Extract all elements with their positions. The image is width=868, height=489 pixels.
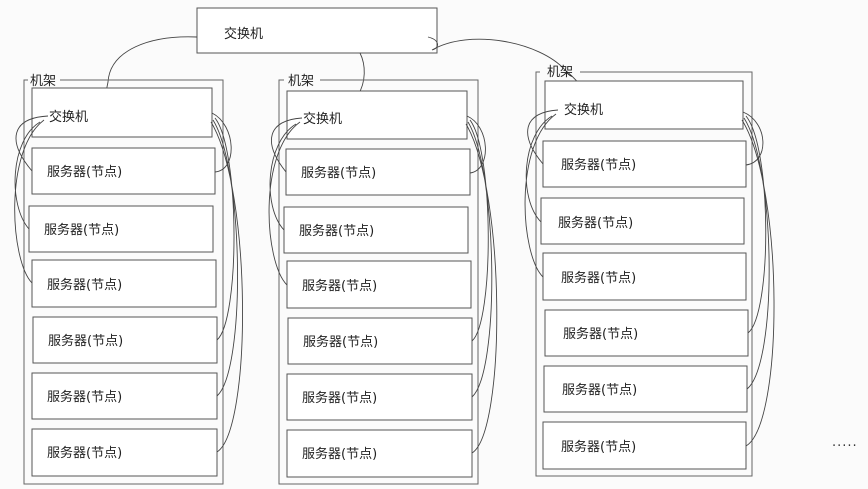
server-node: 服务器(节点) [31,147,216,195]
server-node: 服务器(节点) [31,372,218,420]
server-node: 服务器(节点) [286,373,473,421]
server-node: 服务器(节点) [540,197,745,245]
server-node: 服务器(节点) [283,206,469,254]
server-node-label: 服务器(节点) [302,390,377,406]
rack-switch: 交换机 [31,87,213,138]
rack-2-right-cables [465,115,498,454]
server-node: 服务器(节点) [285,148,471,196]
rack-3-left-cables [524,109,559,278]
rack-2-left-cables [268,117,303,286]
rack-label: 机架 [547,65,573,80]
server-node-label: 服务器(节点) [558,215,633,231]
core-switch-label: 交换机 [224,26,263,42]
server-node: 服务器(节点) [286,260,472,309]
more-racks-ellipsis: ..... [832,435,858,450]
rack-1-right-cables [210,112,243,453]
rack-switch-label: 交换机 [564,102,603,118]
server-node-label: 服务器(节点) [47,277,122,293]
server-node-label: 服务器(节点) [302,278,377,294]
server-node: 服务器(节点) [542,421,747,470]
server-node: 服务器(节点) [542,140,747,188]
server-node-label: 服务器(节点) [563,326,638,342]
rack-switch: 交换机 [544,80,744,130]
server-node: 服务器(节点) [31,428,218,477]
server-node-label: 服务器(节点) [561,439,636,455]
server-node-label: 服务器(节点) [561,270,636,286]
uplink-cable-rack-3 [427,36,584,89]
server-node: 服务器(节点) [286,429,473,478]
server-node: 服务器(节点) [32,316,218,364]
server-node: 服务器(节点) [31,259,217,308]
server-node-label: 服务器(节点) [48,333,123,349]
server-node: 服务器(节点) [28,205,214,253]
server-node: 服务器(节点) [542,252,747,301]
core-switch: 交换机 [196,7,438,54]
server-node-label: 服务器(节点) [44,222,119,238]
server-node-label: 服务器(节点) [47,164,122,180]
uplink-cable-rack-2 [357,52,365,96]
server-node-label: 服务器(节点) [562,382,637,398]
rack-label: 机架 [30,74,56,89]
rack-1-left-cables [14,115,49,284]
rack-switch: 交换机 [286,90,468,140]
rack-3-right-cables [741,111,775,447]
server-node-label: 服务器(节点) [301,165,376,181]
rack-2: 机架 交换机 服务器(节点) 服务器(节点) 服务器(节点) 服务器(节点) 服… [268,74,498,485]
rack-switch-label: 交换机 [303,111,342,127]
rack-1: 机架 交换机 服务器(节点) 服务器(节点) 服务器(节点) 服务器(节点) 服… [14,74,243,485]
server-node-label: 服务器(节点) [303,334,378,350]
server-node-label: 服务器(节点) [299,223,374,239]
rack-switch-label: 交换机 [49,109,88,125]
server-node-label: 服务器(节点) [302,446,377,462]
server-node: 服务器(节点) [287,317,473,365]
rack-label: 机架 [288,74,314,89]
server-node-label: 服务器(节点) [47,445,122,461]
rack-3: 机架 交换机 服务器(节点) 服务器(节点) 服务器(节点) 服务器(节点) 服… [524,65,775,477]
server-node-label: 服务器(节点) [47,389,122,405]
server-node: 服务器(节点) [544,309,749,357]
server-node-label: 服务器(节点) [561,157,636,173]
server-node: 服务器(节点) [543,365,748,413]
